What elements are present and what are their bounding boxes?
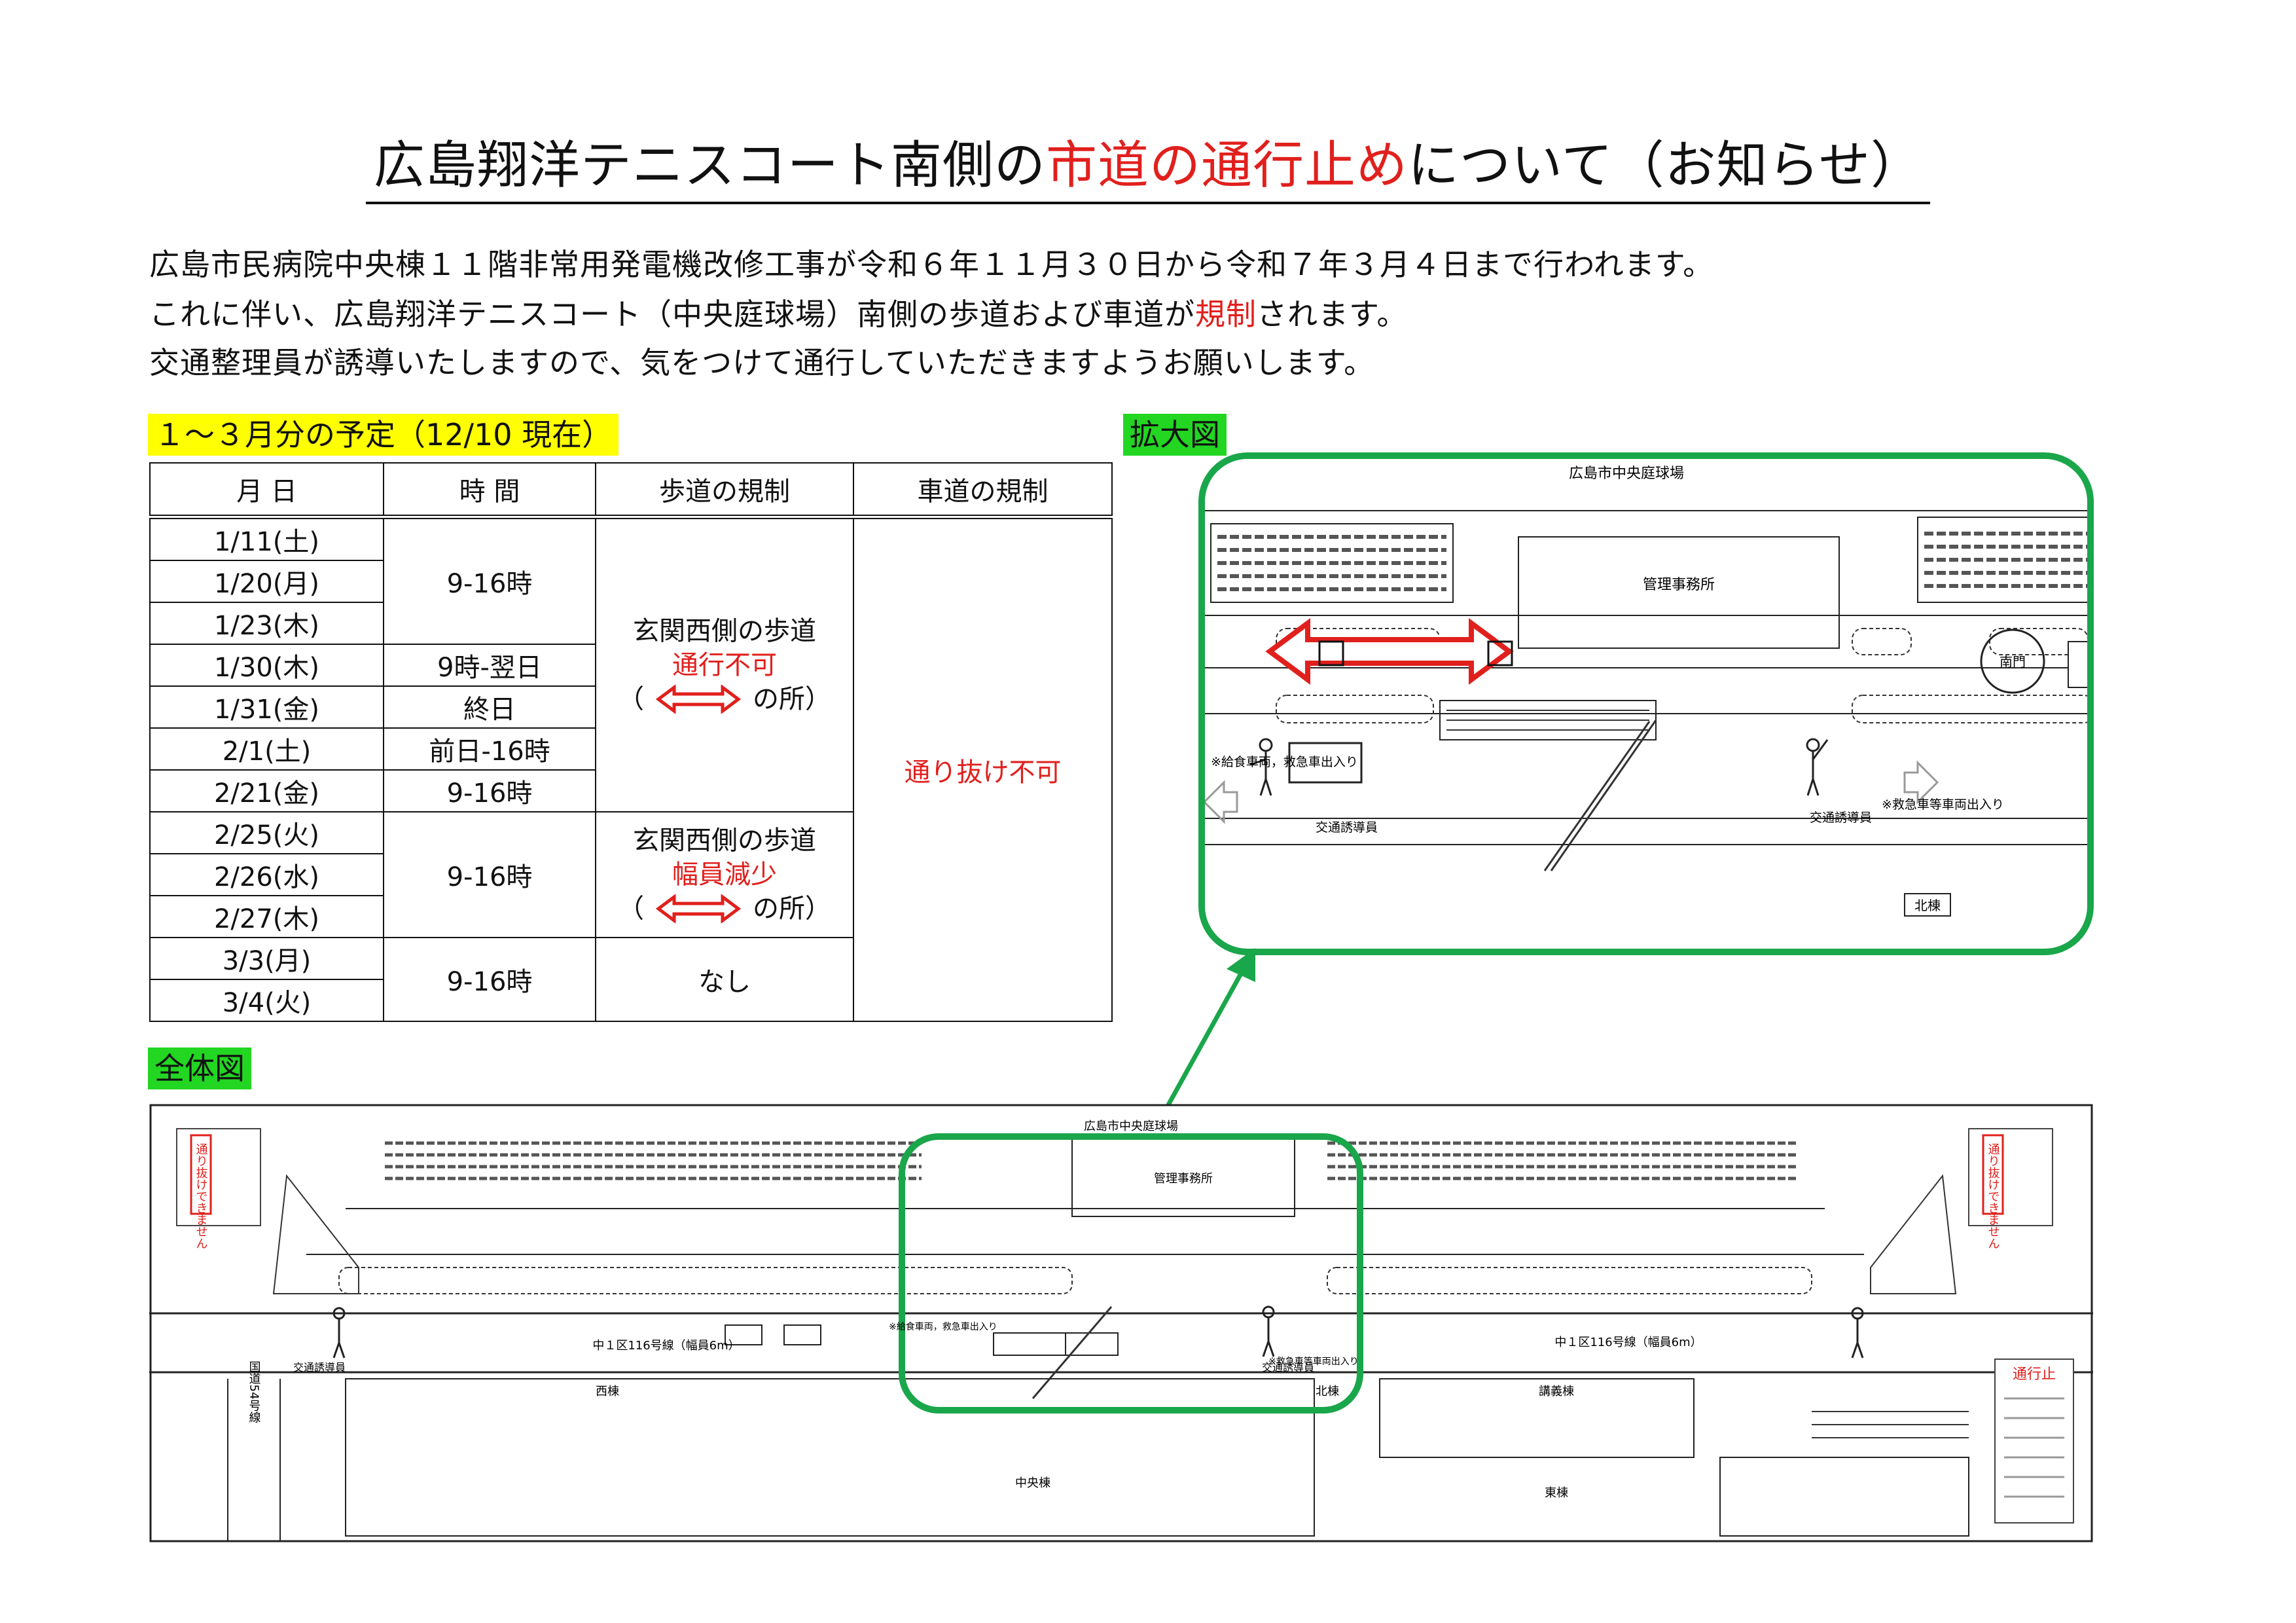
time-cell: 9-16時 bbox=[383, 516, 596, 645]
zoom-building-label: 北棟 bbox=[1914, 898, 1941, 913]
sidewalk-a-legend: （ の所） bbox=[618, 684, 831, 714]
sign-right-text: 通り抜けできません bbox=[1986, 1143, 2000, 1249]
table-row: 2/1(土) 前日-16時 bbox=[149, 727, 1112, 771]
table-row: 3/3(月) 9-16時 なし bbox=[149, 937, 1112, 1022]
restriction-arrow-icon bbox=[1265, 618, 1514, 685]
time-cell: 9-16時 bbox=[383, 937, 596, 1022]
date-cell: 2/25(火) bbox=[149, 811, 384, 854]
table-row: 1/23(木) bbox=[149, 602, 1112, 645]
time-cell: 9-16時 bbox=[383, 811, 596, 938]
zoom-guard-left: 交通誘導員 bbox=[1316, 820, 1378, 835]
sidewalk-none-cell: なし bbox=[595, 937, 854, 1022]
date-cell: 1/11(土) bbox=[149, 516, 384, 561]
intro-line-3: 交通整理員が誘導いたしますので、気をつけて通行していただきますようお願いします。 bbox=[149, 345, 1375, 380]
intro-line-2c: されます。 bbox=[1257, 297, 1408, 332]
overview-building-north: 北棟 bbox=[1316, 1385, 1339, 1398]
intro-line-2a: これに伴い、広島翔洋テニスコート（中央庭球場）南側の歩道および車道が bbox=[149, 297, 1195, 332]
table-row: 1/20(月) bbox=[149, 560, 1112, 603]
sidewalk-b-legend: （ の所） bbox=[618, 894, 831, 924]
overview-building-lecture: 講義棟 bbox=[1539, 1385, 1574, 1398]
date-cell: 1/30(木) bbox=[149, 644, 384, 687]
date-cell: 2/27(木) bbox=[149, 895, 384, 938]
stop-sign-text: 通行止 bbox=[2013, 1366, 2056, 1383]
header-road: 車道の規制 bbox=[853, 462, 1113, 519]
date-cell: 2/21(金) bbox=[149, 769, 384, 812]
time-cell: 9時-翌日 bbox=[383, 644, 596, 687]
overview-building-west: 西棟 bbox=[596, 1385, 619, 1398]
overview-national-road: 国道54号線 bbox=[247, 1361, 261, 1423]
intro-line-2b: 規制 bbox=[1195, 297, 1257, 332]
table-row: 1/11(土) 9-16時 玄関西側の歩道 通行不可 （ の所） 通り抜け不可 bbox=[149, 516, 1113, 1022]
time-cell: 9-16時 bbox=[383, 769, 596, 812]
zoom-guard-right: 交通誘導員 bbox=[1810, 811, 1872, 825]
intro-line-2: これに伴い、広島翔洋テニスコート（中央庭球場）南側の歩道および車道が規制されます… bbox=[149, 291, 1407, 334]
zoom-office-label: 管理事務所 bbox=[1643, 577, 1715, 593]
zoom-top-label: 広島市中央庭球場 bbox=[1569, 465, 1684, 482]
overview-label: 全体図 bbox=[148, 1048, 251, 1089]
title-part-3: について（お知らせ） bbox=[1407, 136, 1923, 195]
zoom-label: 拡大図 bbox=[1123, 414, 1227, 456]
date-cell: 1/20(月) bbox=[149, 560, 384, 603]
overview-note-left: ※給食車両，救急車出入り bbox=[889, 1321, 997, 1332]
overview-office-label: 管理事務所 bbox=[1154, 1172, 1213, 1186]
zoom-note-left: ※給食車両，救急車出入り bbox=[1211, 755, 1358, 769]
overview-road-right: 中１区116号線（幅員6m） bbox=[1554, 1336, 1702, 1349]
zoom-map-drawing bbox=[1202, 456, 2090, 952]
header-sidewalk: 歩道の規制 bbox=[595, 462, 854, 519]
road-cell: 通り抜け不可 bbox=[853, 516, 1113, 1022]
page-title: 広島翔洋テニスコート南側の市道の通行止めについて（お知らせ） bbox=[0, 124, 2296, 204]
date-cell: 1/23(木) bbox=[149, 602, 384, 645]
overview-road-left: 中１区116号線（幅員6m） bbox=[592, 1339, 740, 1353]
zoom-frame bbox=[1198, 452, 2094, 955]
zoom-gate-label: 南門 bbox=[2000, 654, 2026, 670]
overview-guard-left: 交通誘導員 bbox=[293, 1361, 346, 1374]
zoom-note-right: ※救急車等車両出入り bbox=[1882, 797, 2004, 812]
overview-top-label: 広島市中央庭球場 bbox=[1084, 1120, 1178, 1133]
table-row: 1/31(金) 終日 bbox=[149, 685, 1112, 729]
sign-left-text: 通り抜けできません bbox=[194, 1143, 208, 1249]
title-part-1: 広島翔洋テニスコート南側の bbox=[373, 136, 1046, 195]
table-row: 2/25(火) 9-16時 玄関西側の歩道 幅員減少 （ の所） bbox=[149, 811, 1112, 938]
time-cell: 前日-16時 bbox=[383, 727, 596, 771]
sidewalk-a-line2: 通行不可 bbox=[672, 650, 777, 680]
zoom-map: 広島市中央庭球場 管理事務所 南門 ※給食車両，救急車出入り ※救急車等車両出入… bbox=[1198, 452, 2094, 955]
schedule-label: １～３月分の予定（12/10 現在） bbox=[148, 414, 619, 456]
sidewalk-b-line1: 玄関西側の歩道 bbox=[633, 826, 816, 856]
schedule-table: 月 日 時 間 歩道の規制 車道の規制 1/11(土) 9-16時 玄関西側の歩… bbox=[149, 462, 1113, 1022]
overview-note-mid: ※救急車等車両出入り bbox=[1268, 1356, 1359, 1367]
header-time: 時 間 bbox=[383, 462, 596, 519]
overview-building-east: 東棟 bbox=[1545, 1486, 1568, 1500]
overview-highlight-frame bbox=[899, 1133, 1363, 1413]
time-cell: 終日 bbox=[383, 685, 596, 729]
title-part-2: 市道の通行止め bbox=[1045, 136, 1408, 195]
date-cell: 3/4(火) bbox=[149, 979, 384, 1022]
overview-guard-mid: 交通誘導員 bbox=[1262, 1361, 1314, 1374]
table-row: 2/27(木) bbox=[149, 895, 1112, 938]
table-row: 1/30(木) 9時-翌日 bbox=[149, 644, 1112, 687]
intro-line-1: 広島市民病院中央棟１１階非常用発電機改修工事が令和６年１１月３０日から令和７年３… bbox=[149, 247, 1714, 282]
table-row: 2/26(水) bbox=[149, 853, 1112, 896]
header-date: 月 日 bbox=[149, 462, 384, 519]
date-cell: 2/26(水) bbox=[149, 853, 384, 896]
overview-map: 通り抜けできません 通り抜けできません bbox=[149, 1104, 2093, 1542]
date-cell: 3/3(月) bbox=[149, 937, 384, 980]
double-arrow-icon bbox=[656, 685, 741, 714]
sidewalk-b-line2: 幅員減少 bbox=[672, 860, 777, 890]
date-cell: 1/31(金) bbox=[149, 685, 384, 729]
double-arrow-icon bbox=[656, 894, 741, 923]
sidewalk-a-line1: 玄関西側の歩道 bbox=[633, 616, 816, 646]
table-row: 3/4(火) bbox=[149, 979, 1112, 1022]
date-cell: 2/1(土) bbox=[149, 727, 384, 771]
overview-building-center: 中央棟 bbox=[1015, 1476, 1050, 1490]
table-header-row: 月 日 時 間 歩道の規制 車道の規制 bbox=[149, 462, 1113, 519]
sidewalk-narrowed-cell: 玄関西側の歩道 幅員減少 （ の所） bbox=[595, 811, 854, 938]
table-row: 2/21(金) 9-16時 bbox=[149, 769, 1112, 812]
sidewalk-closed-cell: 玄関西側の歩道 通行不可 （ の所） bbox=[595, 516, 854, 812]
